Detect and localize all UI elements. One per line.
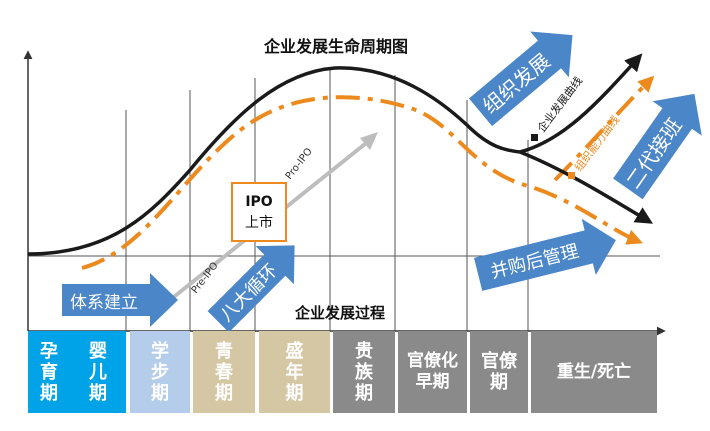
stage-bureaucracy: 官僚 期 — [470, 331, 528, 413]
stage-label: 盛 年 期 — [285, 340, 304, 404]
svg-text:体系建立: 体系建立 — [70, 293, 138, 313]
stage-early-bureaucracy: 官僚化 早期 — [398, 331, 467, 413]
stage-label: 孕 育 期 — [40, 340, 58, 404]
pro-ipo-label: Pro-IPO — [284, 146, 315, 182]
stage-label: 重生/死亡 — [556, 361, 632, 382]
ipo-box — [231, 182, 287, 242]
grey-growth-arrow-head — [360, 132, 378, 150]
stage-label: 贵 族 期 — [355, 340, 373, 404]
stage-grid — [125, 68, 529, 331]
stage-prime: 盛 年 期 — [259, 331, 330, 413]
x-axis-label: 企业发展过程 — [294, 304, 385, 322]
arrow-cycle: 八大循环 — [207, 245, 295, 333]
capability-curve — [81, 95, 643, 270]
stage-infancy: 婴 儿 期 — [70, 331, 126, 413]
stage-rebirth-death: 重生/死亡 — [531, 331, 657, 413]
capability-marker — [568, 172, 575, 179]
development-marker — [531, 134, 538, 141]
stage-incubation: 孕 育 期 — [28, 331, 70, 413]
stage-youth: 青 春 期 — [193, 331, 255, 413]
arrow-succession: 二代接班 — [613, 93, 702, 200]
arrow-org-dev: 组织发展 — [468, 31, 573, 127]
development-lower-branch — [519, 150, 654, 224]
arrow-system: 体系建立 — [62, 273, 178, 327]
arrow-mna: 并购后管理 — [474, 218, 616, 291]
ipo-line2: 上市 — [245, 214, 273, 231]
stage-toddler: 学 步 期 — [130, 331, 190, 413]
stage-label: 官僚 期 — [481, 351, 517, 393]
stage-aristocracy: 贵 族 期 — [333, 331, 395, 413]
stage-label: 官僚化 早期 — [407, 351, 458, 392]
capability-curve-label: 组织能力曲线 — [571, 113, 622, 174]
stage-cyan-block — [28, 331, 126, 413]
capability-upper-branch — [553, 75, 655, 182]
development-curve — [27, 66, 521, 256]
ipo-line1: IPO — [245, 194, 272, 210]
stage-label: 青 春 期 — [215, 340, 233, 404]
diagram-title: 企业发展生命周期图 — [263, 37, 408, 56]
development-upper-branch — [519, 53, 643, 154]
stage-label: 学 步 期 — [151, 340, 169, 404]
stage-label: 婴 儿 期 — [89, 340, 107, 404]
